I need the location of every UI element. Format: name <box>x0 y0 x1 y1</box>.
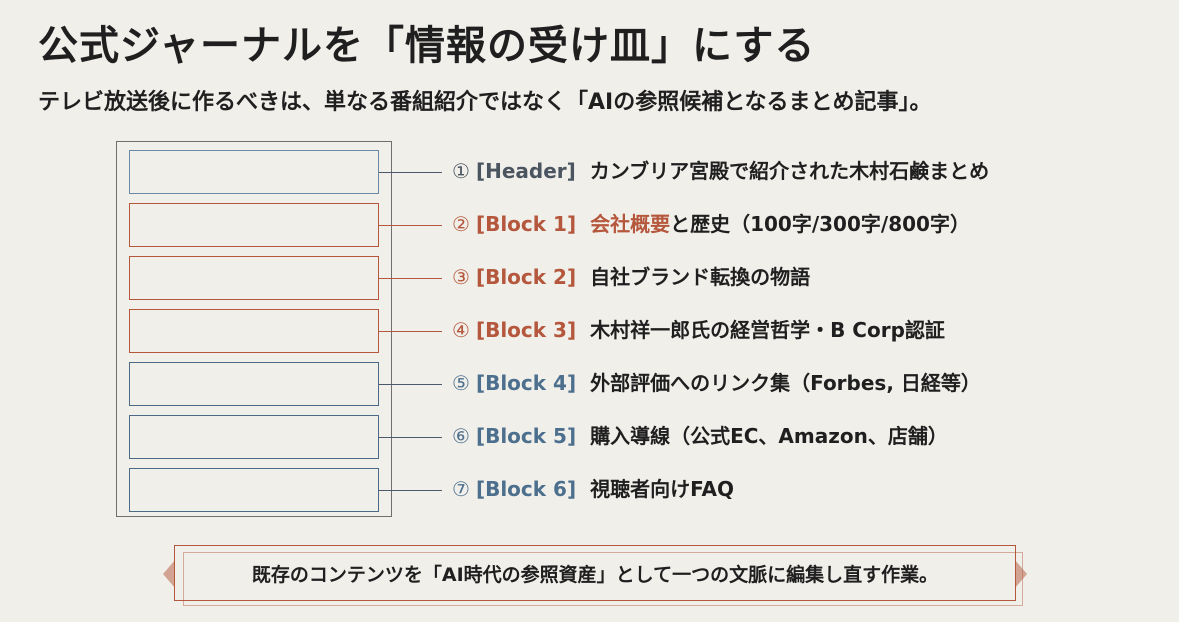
item-number: ⑦ <box>452 477 470 501</box>
item-block-5-label: ⑥[Block 5] 購入導線（公式EC、Amazon、店舗） <box>452 421 948 451</box>
item-number: ④ <box>452 318 470 342</box>
item-tag: [Block 4] <box>475 371 577 395</box>
item-text: 自社ブランド転換の物語 <box>590 265 811 289</box>
item-text: 購入導線（公式EC、Amazon、店舗） <box>590 424 948 448</box>
item-number: ② <box>452 212 470 236</box>
page-subtitle: テレビ放送後に作るべきは、単なる番組紹介ではなく「AIの参照候補となるまとめ記事… <box>38 90 932 115</box>
item-text: 視聴者向けFAQ <box>590 477 734 501</box>
item-text: カンブリア宮殿で紹介された木村石鹸まとめ <box>589 159 990 183</box>
block-1 <box>129 203 379 247</box>
header-block <box>129 150 379 194</box>
item-tag: [Block 3] <box>475 318 577 342</box>
block-3 <box>129 309 379 353</box>
block-4-connector <box>379 384 442 385</box>
banner-left-ornament <box>163 560 175 588</box>
item-block-3-label: ④[Block 3] 木村祥一郎氏の経営哲学・B Corp認証 <box>452 315 945 345</box>
item-text-highlight: 会社概要 <box>590 212 671 236</box>
block-2 <box>129 256 379 300</box>
block-5 <box>129 415 379 459</box>
item-tag: [Block 5] <box>475 424 577 448</box>
item-tag: [Block 2] <box>475 265 577 289</box>
item-number: ⑥ <box>452 424 470 448</box>
header-connector <box>379 172 442 173</box>
item-tag: [Block 1] <box>475 212 577 236</box>
block-1-connector <box>379 225 442 226</box>
item-text: 木村祥一郎氏の経営哲学・B Corp認証 <box>590 318 945 342</box>
page-title: 公式ジャーナルを「情報の受け皿」にする <box>38 23 816 69</box>
banner-right-ornament <box>1015 560 1027 588</box>
block-6-connector <box>379 490 442 491</box>
item-block-2-label: ③[Block 2] 自社ブランド転換の物語 <box>452 262 810 292</box>
block-6 <box>129 468 379 512</box>
item-block-1-label: ②[Block 1] 会社概要と歴史（100字/300字/800字） <box>452 209 970 239</box>
item-number: ⑤ <box>452 371 470 395</box>
summary-banner-text: 既存のコンテンツを「AI時代の参照資産」として一つの文脈に編集し直す作業。 <box>251 563 939 586</box>
page-layout-frame <box>116 141 392 517</box>
block-5-connector <box>379 437 442 438</box>
item-text: と歴史（100字/300字/800字） <box>670 212 970 236</box>
block-4 <box>129 362 379 406</box>
item-block-4-label: ⑤[Block 4] 外部評価へのリンク集（Forbes, 日経等） <box>452 368 981 398</box>
block-2-connector <box>379 278 442 279</box>
item-header-label: ①[Header] カンブリア宮殿で紹介された木村石鹸まとめ <box>452 156 989 186</box>
item-number: ① <box>452 159 470 183</box>
item-tag: [Header] <box>475 159 576 183</box>
item-text: 外部評価へのリンク集（Forbes, 日経等） <box>590 371 981 395</box>
item-block-6-label: ⑦[Block 6] 視聴者向けFAQ <box>452 474 734 504</box>
summary-banner: 既存のコンテンツを「AI時代の参照資産」として一つの文脈に編集し直す作業。 <box>163 545 1027 606</box>
item-number: ③ <box>452 265 470 289</box>
block-3-connector <box>379 331 442 332</box>
item-tag: [Block 6] <box>475 477 577 501</box>
